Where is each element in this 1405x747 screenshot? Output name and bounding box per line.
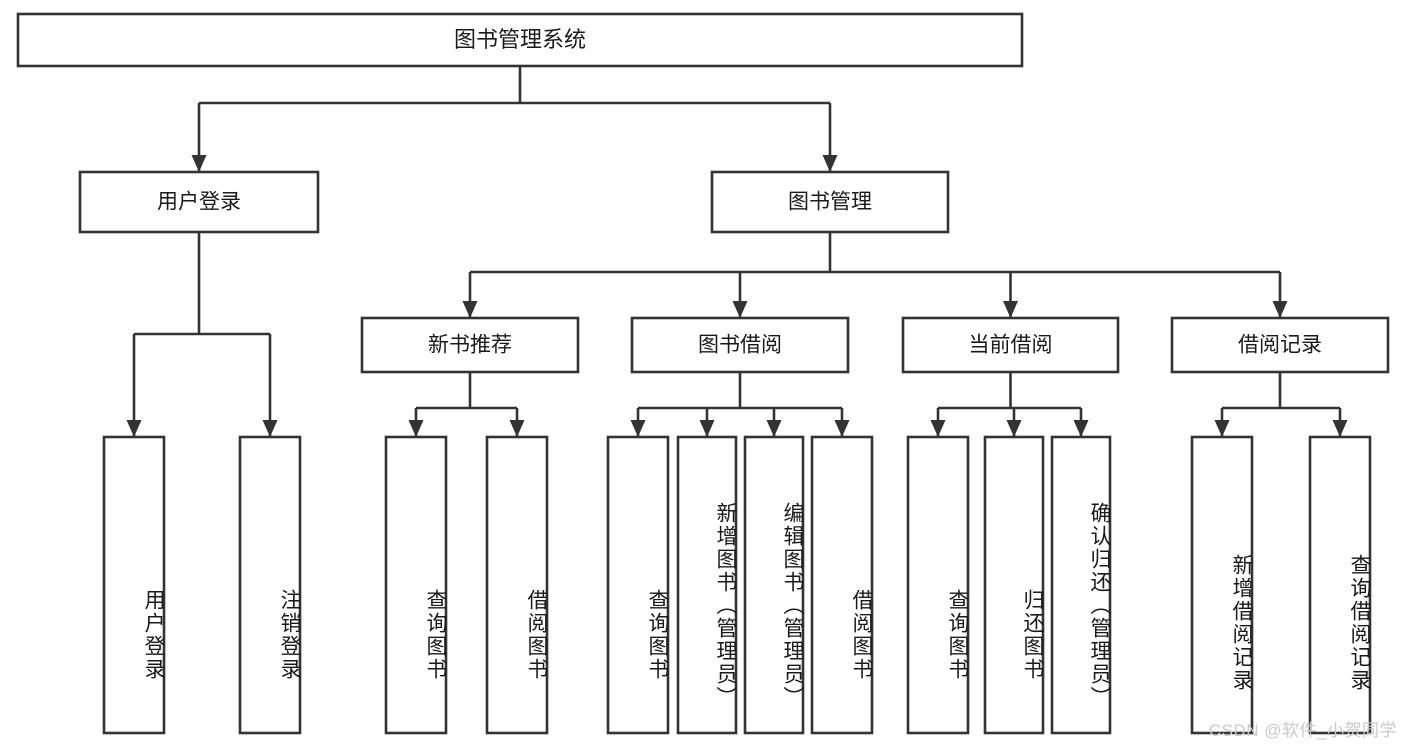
arrow-head-icon <box>1003 301 1018 318</box>
node-box-leaf-edit-book[interactable] <box>743 435 805 735</box>
node-label-borrow-record: 借阅记录 <box>1238 334 1322 357</box>
arrow-head-icon <box>630 420 646 437</box>
node-box-leaf-user-login[interactable] <box>102 435 166 735</box>
node-box-leaf-return-book[interactable] <box>983 435 1045 735</box>
node-label-root: 图书管理系统 <box>454 27 586 52</box>
arrow-head-icon <box>1214 420 1230 437</box>
arrow-head-icon <box>834 420 850 437</box>
node-box-leaf-borrow-book-2[interactable] <box>810 435 874 735</box>
arrow-head-icon <box>408 420 424 437</box>
arrow-head-icon <box>509 420 525 437</box>
node-box-root[interactable] <box>16 12 1024 68</box>
arrow-head-icon <box>1332 420 1348 437</box>
arrow-head-icon <box>1073 420 1089 437</box>
node-box-leaf-query-book-1[interactable] <box>384 435 448 735</box>
node-box-leaf-query-book-3[interactable] <box>906 435 970 735</box>
node-label-book-borrow: 图书借阅 <box>698 334 782 357</box>
node-box-leaf-confirm-return[interactable] <box>1050 435 1112 735</box>
watermark: CSDN @软件_小贺同学 <box>1208 721 1397 740</box>
connector-layer <box>126 66 1348 437</box>
node-label-user-login: 用户登录 <box>157 191 241 214</box>
node-box-leaf-add-record[interactable] <box>1190 435 1254 735</box>
node-box-leaf-add-book[interactable] <box>676 435 738 735</box>
node-box-book-borrow[interactable] <box>630 316 850 374</box>
arrow-head-icon <box>732 301 748 318</box>
arrow-head-icon <box>126 420 142 437</box>
arrow-head-icon <box>1272 301 1288 318</box>
node-box-new-book-recommend[interactable] <box>360 316 580 374</box>
arrow-head-icon <box>1006 420 1022 437</box>
node-label-new-book-recommend: 新书推荐 <box>428 334 512 357</box>
arrow-head-icon <box>262 420 278 437</box>
node-box-leaf-query-record[interactable] <box>1308 435 1372 735</box>
node-box-leaf-query-book-2[interactable] <box>606 435 670 735</box>
node-box-leaf-user-logout[interactable] <box>238 435 302 735</box>
node-label-book-manage: 图书管理 <box>788 191 872 214</box>
arrow-head-icon <box>699 420 715 437</box>
node-box-current-borrow[interactable] <box>901 316 1120 374</box>
node-label-current-borrow: 当前借阅 <box>969 334 1053 357</box>
node-box-leaf-borrow-book-1[interactable] <box>485 435 549 735</box>
arrow-head-icon <box>462 301 478 318</box>
node-box-user-login[interactable] <box>78 170 320 234</box>
arrow-head-icon <box>822 155 838 172</box>
arrow-head-icon <box>766 420 782 437</box>
arrow-head-icon <box>191 155 207 172</box>
node-box-book-manage[interactable] <box>710 170 950 234</box>
node-box-borrow-record[interactable] <box>1170 316 1390 374</box>
arrow-head-icon <box>930 420 946 437</box>
node-box-layer <box>16 12 1390 735</box>
